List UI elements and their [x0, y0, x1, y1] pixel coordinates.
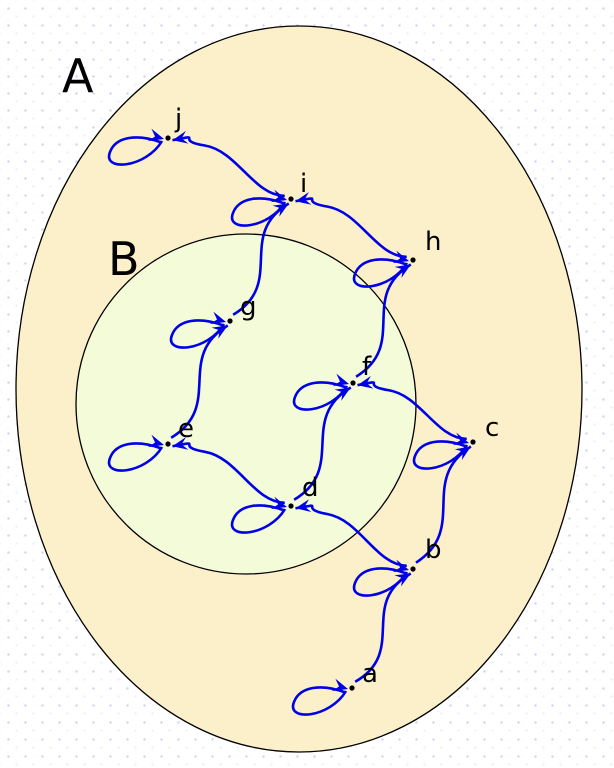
node-c-dot [470, 439, 476, 445]
nodes-layer [165, 135, 476, 691]
arrowhead-b-c [454, 446, 471, 461]
self-loops-layer [107, 128, 469, 716]
self-loop-d [230, 504, 287, 534]
self-loop-arrowhead-j [147, 128, 164, 142]
self-loop-arrowhead-e [147, 434, 164, 448]
edge-h-i [295, 197, 407, 259]
arrowhead-h-i [295, 191, 312, 205]
self-loop-arrowhead-i [270, 189, 287, 203]
self-loop-b [352, 567, 409, 597]
self-loop-c [412, 440, 469, 470]
set-B-label: B [108, 232, 140, 286]
self-loop-f [292, 381, 349, 411]
node-b-label: b [425, 535, 442, 565]
self-loop-h [352, 258, 409, 288]
self-loop-g [169, 319, 226, 349]
edge-c-f [357, 381, 467, 441]
self-loop-arrowhead-b [392, 559, 409, 573]
node-f-dot [350, 380, 356, 386]
node-g-label: g [240, 292, 257, 322]
edge-i-j [172, 136, 285, 198]
node-b-dot [410, 566, 416, 572]
edge-b-c [415, 445, 472, 564]
arrowhead-b-d [295, 499, 312, 513]
self-loop-arrowhead-g [209, 311, 226, 325]
self-loop-i [230, 197, 287, 227]
arrowhead-f-h [394, 264, 411, 278]
self-loop-arrowhead-f [332, 373, 349, 387]
node-d-dot [288, 503, 294, 509]
arrowhead-c-f [357, 375, 374, 389]
node-g-dot [227, 318, 233, 324]
node-a-dot [349, 685, 355, 691]
self-loop-a [291, 686, 348, 716]
arrowhead-i-j [172, 130, 189, 144]
node-h-label: h [425, 227, 441, 257]
node-c-label: c [485, 413, 499, 443]
self-loop-j [107, 136, 164, 166]
self-loop-arrowhead-d [270, 496, 287, 510]
node-h-dot [410, 257, 416, 263]
labels-layer: A Ba b c d e f g h i j [62, 49, 499, 689]
self-loop-arrowhead-c [452, 432, 469, 446]
node-e-label: e [178, 414, 194, 444]
node-j-dot [165, 135, 171, 141]
arrowhead-e-g [211, 325, 228, 339]
self-loop-arrowhead-h [392, 250, 409, 264]
node-d-label: d [302, 473, 319, 503]
self-loop-arrowhead-a [331, 678, 348, 692]
edge-d-e [172, 442, 285, 505]
arrowhead-d-e [172, 437, 189, 450]
node-e-dot [165, 441, 171, 447]
set-A-label: A [62, 49, 94, 103]
node-a-label: a [362, 659, 378, 689]
edge-b-d [295, 504, 407, 568]
arrowhead-d-f [334, 387, 351, 401]
node-j-label: j [174, 104, 182, 134]
node-i-label: i [300, 169, 307, 199]
node-i-dot [288, 196, 294, 202]
self-loop-e [107, 442, 164, 472]
arrowhead-g-i [272, 203, 289, 217]
node-f-label: f [362, 352, 372, 382]
